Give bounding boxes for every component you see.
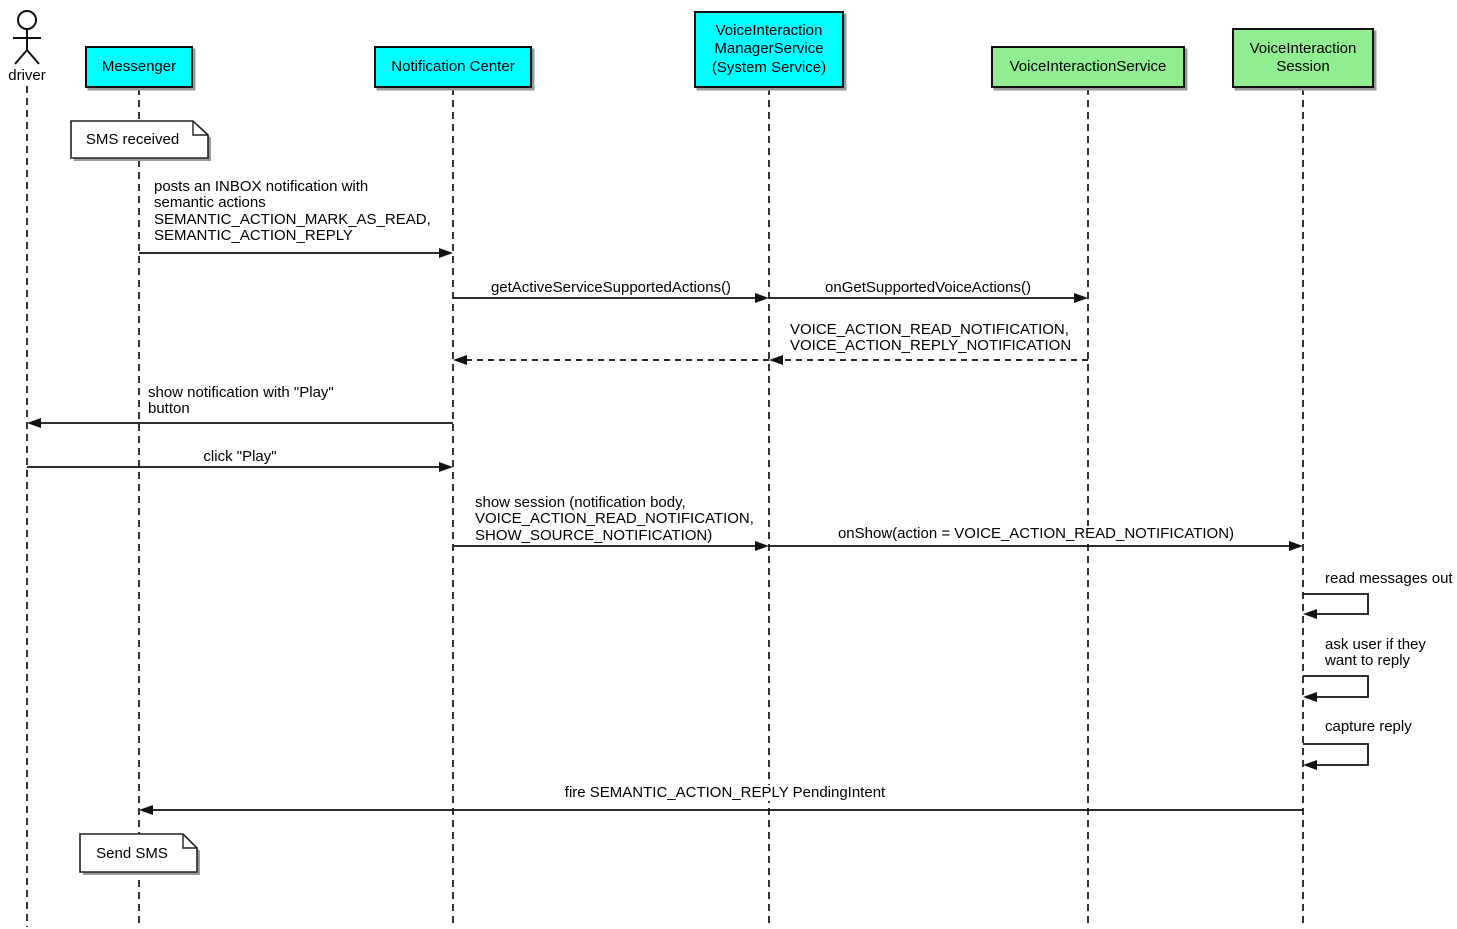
actor-driver-icon	[13, 10, 41, 65]
message-label-ask-user-reply: ask user if they want to reply	[1325, 636, 1426, 670]
arrowhead-right-icon	[1074, 293, 1088, 303]
participant-voiceinteraction-managerservice: VoiceInteraction ManagerService (System …	[694, 11, 844, 88]
arrowhead-right-icon	[755, 293, 769, 303]
self-message-loop-read-messages-out	[1303, 593, 1369, 615]
message-label-show-session: show session (notification body, VOICE_A…	[475, 494, 754, 544]
participant-notification-center: Notification Center	[374, 46, 532, 88]
participant-messenger: Messenger	[85, 46, 193, 88]
note-sms-received: SMS received	[85, 131, 180, 148]
message-label-on-show: onShow(action = VOICE_ACTION_READ_NOTIFI…	[834, 525, 1238, 543]
arrowhead-right-icon	[755, 541, 769, 551]
participant-voiceinteraction-session: VoiceInteraction Session	[1232, 28, 1374, 88]
self-message-loop-capture-reply	[1303, 743, 1369, 766]
message-label-on-get-supported-voice-actions: onGetSupportedVoiceActions()	[822, 279, 1034, 297]
message-label-fire-pending-intent: fire SEMANTIC_ACTION_REPLY PendingIntent	[561, 784, 889, 802]
note-send-sms: Send SMS	[96, 844, 168, 862]
arrowhead-right-icon	[439, 248, 453, 258]
arrowhead-left-icon	[139, 805, 153, 815]
message-label-click-play: click "Play"	[200, 448, 280, 466]
arrowhead-left-icon	[27, 418, 41, 428]
message-label-read-messages-out: read messages out	[1325, 570, 1453, 587]
arrowhead-left-icon	[1303, 760, 1317, 770]
arrowhead-right-icon	[1289, 541, 1303, 551]
message-label-voice-actions-return: VOICE_ACTION_READ_NOTIFICATION, VOICE_AC…	[790, 321, 1072, 355]
participant-voiceinteractionservice: VoiceInteractionService	[991, 46, 1185, 88]
arrowhead-left-icon	[453, 355, 467, 365]
arrowhead-left-icon	[1303, 692, 1317, 702]
arrowhead-left-icon	[1303, 609, 1317, 619]
actor-driver-label: driver	[8, 67, 46, 84]
message-label-get-active-service-supported-actions: getActiveServiceSupportedActions()	[487, 279, 735, 297]
note-send-sms-shape	[79, 833, 200, 875]
note-sms-received-shape	[70, 120, 211, 161]
message-label-show-notification: show notification with "Play" button	[148, 384, 334, 418]
message-label-posts-inbox-notification: posts an INBOX notification with semanti…	[154, 178, 431, 244]
arrowhead-right-icon	[439, 462, 453, 472]
self-message-loop-ask-user-reply	[1303, 675, 1369, 698]
message-label-capture-reply: capture reply	[1325, 718, 1412, 735]
arrowhead-left-icon	[769, 355, 783, 365]
